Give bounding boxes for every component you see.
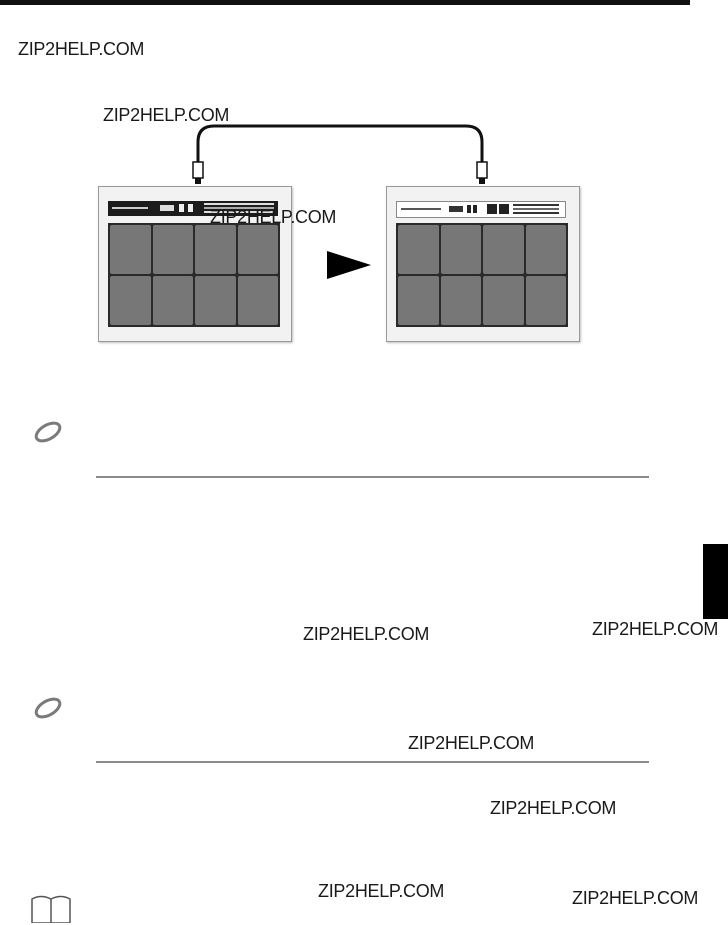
watermark-text: ZIP2HELP.COM [490,798,617,818]
section-tab [703,544,728,619]
note-icon [34,697,62,719]
device-control-panel [396,201,566,218]
pad-grid [108,223,280,327]
section-divider [96,476,649,478]
pad-grid [396,223,568,327]
watermark-text: ZIP2HELP.COM [18,39,145,59]
note-icon [34,421,62,443]
device-control-panel [108,201,278,216]
drum-pad [398,225,439,274]
watermark-text: ZIP2HELP.COM [318,881,445,901]
section-divider [96,761,649,763]
drum-pad [525,225,566,274]
drum-pad [152,276,193,325]
drum-pad [152,225,193,274]
source-pad-device [98,186,292,342]
drum-pad [440,225,481,274]
watermark-text: ZIP2HELP.COM [408,733,535,753]
drum-pad [195,276,236,325]
watermark-text: ZIP2HELP.COM [210,207,337,227]
arrow-right-icon [327,251,371,279]
drum-pad [398,276,439,325]
drum-pad [110,225,151,274]
drum-pad [237,225,278,274]
drum-pad [483,225,524,274]
watermark-text: ZIP2HELP.COM [572,888,699,908]
drum-pad [440,276,481,325]
drum-pad [237,276,278,325]
device-transfer-illustration [90,120,590,350]
drum-pad [110,276,151,325]
usb-cable-icon [192,124,488,184]
drum-pad [483,276,524,325]
target-pad-device [386,186,580,342]
watermark-text: ZIP2HELP.COM [592,619,719,639]
top-rule [0,0,690,5]
watermark-text: ZIP2HELP.COM [103,105,230,125]
watermark-text: ZIP2HELP.COM [303,624,430,644]
book-icon [31,895,71,923]
drum-pad [195,225,236,274]
drum-pad [525,276,566,325]
